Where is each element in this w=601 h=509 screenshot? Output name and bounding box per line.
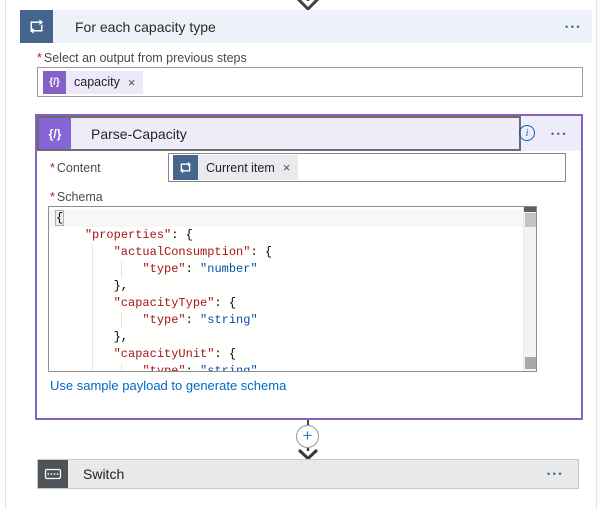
scrollbar-decoration [524,207,536,212]
code-line: { [49,210,523,227]
foreach-step-header[interactable]: For each capacity type ••• [20,10,592,43]
capacity-token[interactable]: {/} capacity × [43,70,144,94]
switch-more-actions-button[interactable]: ••• [547,469,564,479]
required-marker: * [50,190,55,204]
content-input[interactable]: Current item × [168,153,566,182]
schema-code: { "properties": { "actualConsumption": {… [49,207,523,371]
select-output-label: *Select an output from previous steps [37,51,247,65]
code-line: "capacityUnit": { [113,347,237,361]
switch-control-icon [38,460,68,488]
token-label: Current item [206,160,275,175]
schema-editor[interactable]: { "properties": { "actualConsumption": {… [48,206,537,372]
content-label: *Content [50,161,101,175]
right-panel-divider [596,0,597,509]
indent-guide [121,363,122,371]
parse-json-icon: {/} [39,118,71,149]
insert-step-button[interactable]: + [296,425,319,448]
connector-arrow-bottom-icon [297,448,319,460]
select-output-input[interactable]: {/} capacity × [37,67,583,97]
parse-json-card: {/} Parse-Capacity i ••• *Content Curren… [35,114,583,420]
schema-scrollbar[interactable] [523,207,536,371]
left-panel-divider [5,0,6,509]
connector-arrow-top-icon [296,0,320,11]
parse-json-title: Parse-Capacity [91,125,187,142]
info-icon[interactable]: i [519,125,535,141]
token-label: capacity [74,75,120,89]
code-line: "type": "number" [142,262,258,276]
foreach-more-actions-button[interactable]: ••• [565,21,582,32]
indent-guide [121,312,122,329]
code-line: }, [113,279,129,293]
required-marker: * [50,161,55,175]
required-marker: * [37,51,42,65]
switch-step-header[interactable]: Switch ••• [37,459,579,489]
remove-token-icon[interactable]: × [127,74,136,90]
scrollbar-corner[interactable] [525,357,536,369]
apply-to-each-item-icon [173,155,198,180]
parse-more-actions-button[interactable]: ••• [551,128,568,139]
switch-step-title: Switch [83,466,125,482]
code-line: "capacityType": { [113,296,237,310]
parse-json-header[interactable]: {/} Parse-Capacity i ••• [37,116,581,151]
connector-stem [307,420,309,426]
apply-to-each-icon [20,10,53,43]
scrollbar-thumb[interactable] [525,213,536,227]
code-line: "type": "string" [142,313,258,327]
schema-label: *Schema [50,190,103,204]
dynamic-content-icon: {/} [43,70,66,94]
remove-token-icon[interactable]: × [282,160,291,175]
indent-guide [92,244,93,371]
parse-json-title-field[interactable]: {/} Parse-Capacity [37,116,521,151]
foreach-step-title: For each capacity type [75,18,216,35]
code-line: "actualConsumption": { [113,245,273,259]
indent-guide [121,261,122,278]
generate-schema-link[interactable]: Use sample payload to generate schema [50,378,287,393]
code-line: "properties": { [84,228,193,242]
code-line: }, [113,330,129,344]
current-item-token[interactable]: Current item × [173,155,299,180]
code-line: "type": "string" [142,364,258,372]
